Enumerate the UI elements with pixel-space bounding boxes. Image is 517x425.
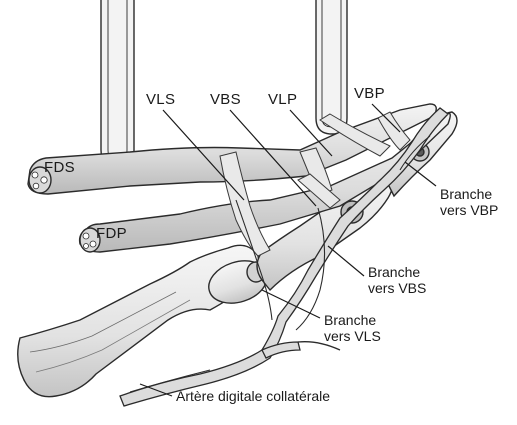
label-artere-digitale: Artère digitale collatérale xyxy=(176,388,330,404)
label-branche-vbs-line1: Branche xyxy=(368,264,426,280)
retractor-hook-left xyxy=(101,0,134,168)
label-branche-vbs-line2: vers VBS xyxy=(368,280,426,296)
label-fdp: FDP xyxy=(96,226,127,242)
label-branche-vls: Branche vers VLS xyxy=(324,312,381,344)
label-branche-vbs: Branche vers VBS xyxy=(368,264,426,296)
retractor-hook-right xyxy=(316,0,347,134)
label-branche-vls-line2: vers VLS xyxy=(324,328,381,344)
label-branche-vbp-line1: Branche xyxy=(440,186,498,202)
label-branche-vls-line1: Branche xyxy=(324,312,381,328)
label-vlp: VLP xyxy=(268,92,297,108)
label-branche-vbp: Branche vers VBP xyxy=(440,186,498,218)
label-vbs: VBS xyxy=(210,92,241,108)
label-vls: VLS xyxy=(146,92,175,108)
label-vbp: VBP xyxy=(354,86,385,102)
label-fds: FDS xyxy=(44,160,75,176)
label-branche-vbp-line2: vers VBP xyxy=(440,202,498,218)
